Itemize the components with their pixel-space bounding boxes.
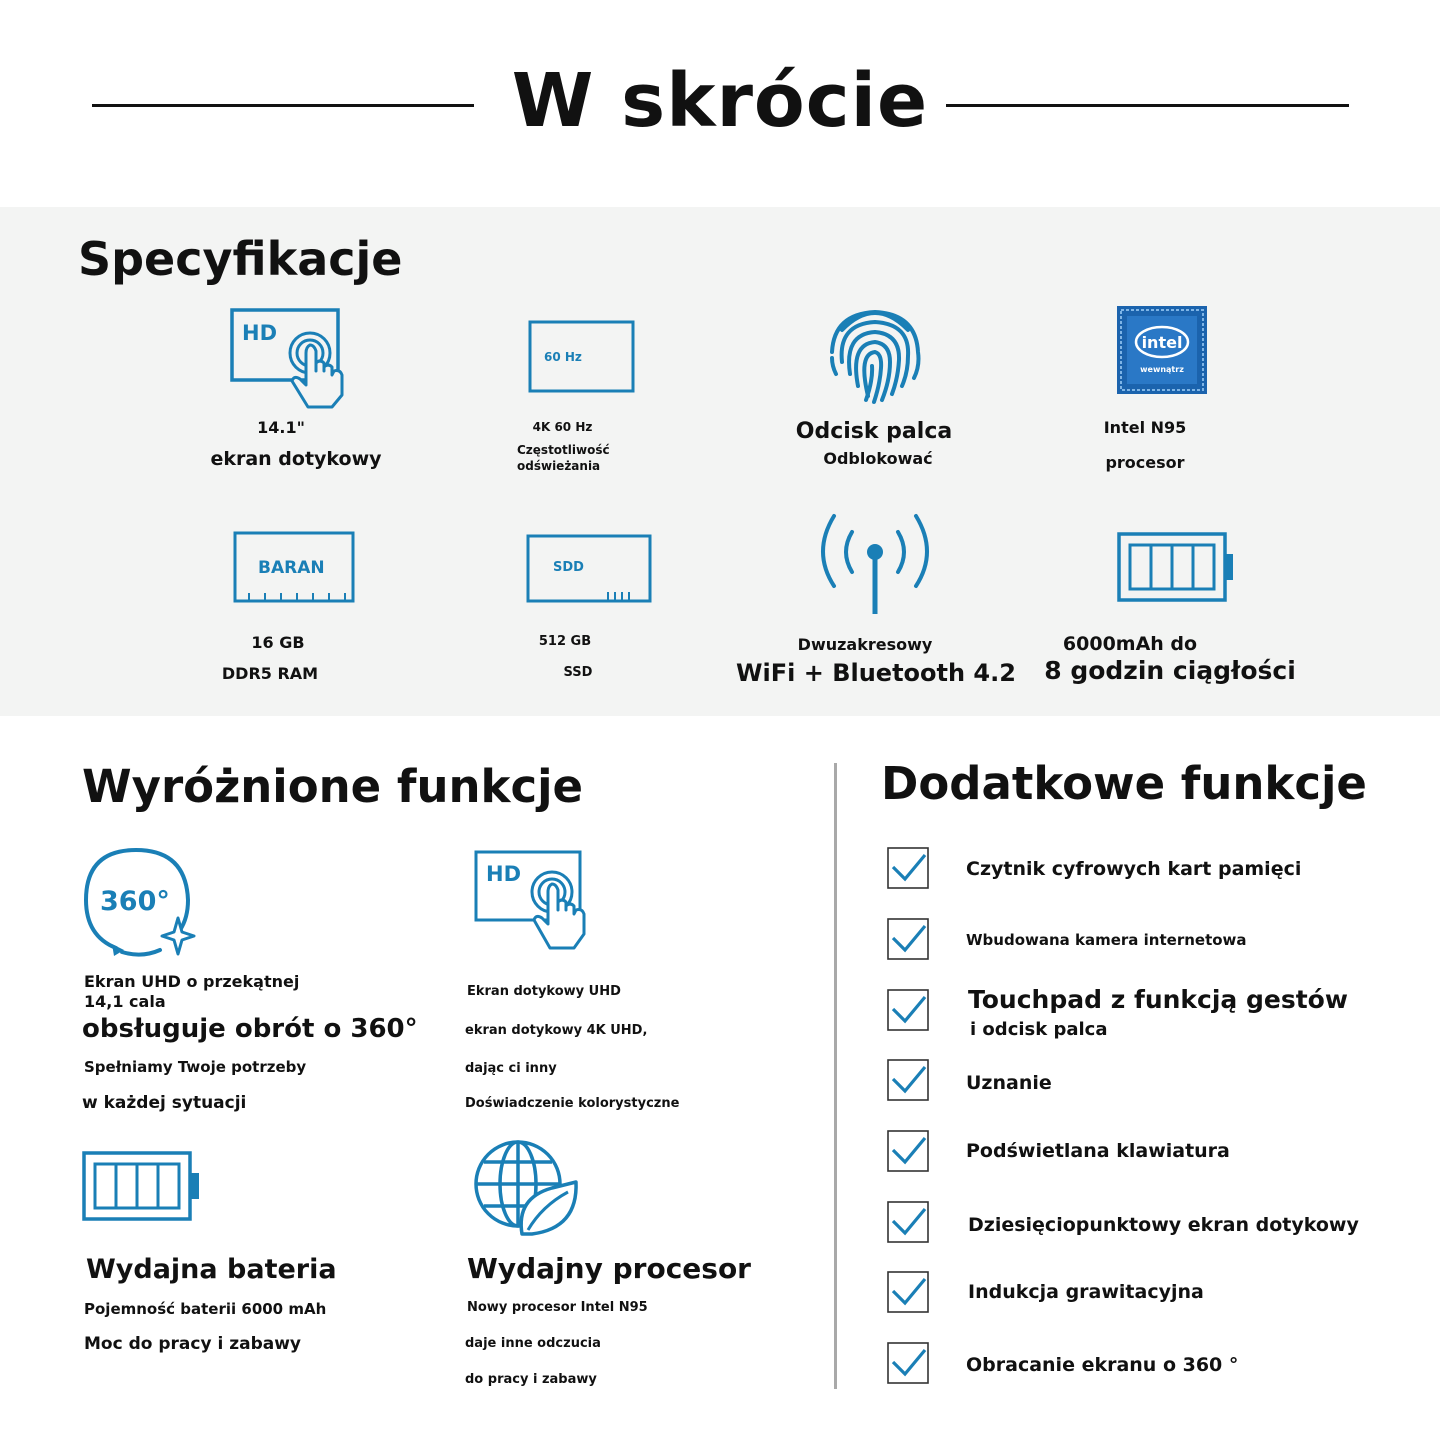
- spec-refresh-label-1: Częstotliwość: [517, 443, 610, 457]
- spec-fingerprint-label: Odcisk palca: [795, 419, 953, 444]
- intel-logo-text: intel: [1142, 333, 1183, 352]
- extra-item-ten-point-touch: Dziesięciopunktowy ekran dotykowy: [968, 1214, 1359, 1236]
- extra-item-webcam: Wbudowana kamera internetowa: [966, 931, 1247, 949]
- extra-item-backlit-keyboard: Podświetlana klawiatura: [966, 1140, 1230, 1162]
- ssd-badge: SDD: [553, 560, 584, 575]
- rotate-line-3: Spełniamy Twoje potrzeby: [84, 1058, 307, 1076]
- extra-item-screen-rotation: Obracanie ekranu o 360 °: [966, 1354, 1239, 1376]
- spec-cpu-model: Intel N95: [1103, 418, 1187, 437]
- title-rule-right: [946, 104, 1349, 107]
- ram-badge: BARAN: [258, 558, 325, 578]
- processor-line-3: do pracy i zabawy: [465, 1372, 597, 1387]
- spec-ssd-type: SSD: [563, 665, 593, 680]
- battery-heading: Wydajna bateria: [86, 1254, 337, 1285]
- check-icon: [887, 1059, 929, 1101]
- processor-line-2: daje inne odczucia: [465, 1336, 601, 1351]
- check-icon: [887, 1201, 929, 1243]
- processor-heading: Wydajny procesor: [467, 1252, 751, 1285]
- rotate-360-badge: 360°: [100, 886, 170, 917]
- spec-wifi-band: Dwuzakresowy: [797, 635, 933, 654]
- extra-item-touchpad: Touchpad z funkcją gestów: [968, 985, 1348, 1014]
- column-divider: [834, 763, 837, 1389]
- specs-title: Specyfikacje: [78, 232, 403, 286]
- check-icon: [887, 1271, 929, 1313]
- spec-fingerprint-sub: Odblokować: [823, 449, 933, 468]
- battery-line-1: Pojemność baterii 6000 mAh: [84, 1300, 327, 1318]
- fingerprint-icon: [830, 309, 921, 404]
- extra-item-gravity-sensor: Indukcja grawitacyjna: [968, 1281, 1204, 1303]
- spec-ssd-size: 512 GB: [538, 634, 592, 649]
- hd-touch-icon: HD: [230, 308, 344, 409]
- specifications-section: [0, 207, 1440, 716]
- spec-touch-size: 14.1": [257, 418, 305, 437]
- touch-line-1: Ekran dotykowy UHD: [467, 984, 621, 999]
- spec-battery-life: 8 godzin ciągłości: [1044, 656, 1296, 685]
- rotate-line-2: 14,1 cala: [84, 992, 166, 1011]
- rotate-line-1: Ekran UHD o przekątnej: [84, 972, 300, 991]
- title-rule-left: [92, 104, 474, 107]
- antenna-icon: [821, 514, 929, 614]
- touch-line-4: Doświadczenie kolorystyczne: [465, 1096, 680, 1111]
- globe-leaf-icon: [474, 1140, 578, 1236]
- spec-battery-capacity: 6000mAh do: [1062, 633, 1198, 655]
- check-icon: [887, 989, 929, 1031]
- spec-ram-type: DDR5 RAM: [221, 664, 319, 683]
- spec-cpu-label: procesor: [1105, 453, 1185, 472]
- extra-item-touchpad-sub: i odcisk palca: [970, 1019, 1108, 1040]
- intel-logo-icon: intel wewnątrz: [1117, 306, 1207, 394]
- intel-logo-subtext: wewnątrz: [1140, 365, 1184, 374]
- check-icon: [887, 1342, 929, 1384]
- hd-touch-icon: HD: [474, 850, 586, 950]
- extras-title: Dodatkowe funkcje: [881, 757, 1367, 810]
- spec-ram-size: 16 GB: [251, 633, 305, 652]
- hd-badge: HD: [242, 321, 277, 345]
- battery-icon: [1117, 532, 1233, 602]
- monitor-icon: 60 Hz: [528, 320, 635, 393]
- spec-wifi-label: WiFi + Bluetooth 4.2: [736, 659, 1016, 687]
- extra-item-recognition: Uznanie: [966, 1072, 1052, 1094]
- rotate-360-icon: 360°: [83, 847, 196, 957]
- rotate-line-4: w każdej sytuacji: [82, 1093, 247, 1113]
- spec-touch-label: ekran dotykowy: [210, 448, 382, 470]
- spec-refresh-value: 4K 60 Hz: [532, 420, 593, 434]
- check-icon: [887, 918, 929, 960]
- ram-icon: BARAN: [233, 531, 355, 603]
- spec-refresh-label-2: odświeżania: [517, 459, 601, 473]
- highlights-title: Wyróżnione funkcje: [82, 760, 584, 813]
- check-icon: [887, 1130, 929, 1172]
- hd-badge: HD: [486, 862, 521, 886]
- check-icon: [887, 847, 929, 889]
- touch-line-3: dając ci inny: [465, 1061, 557, 1076]
- processor-line-1: Nowy procesor Intel N95: [467, 1300, 648, 1315]
- battery-icon: [82, 1151, 199, 1221]
- ssd-icon: SDD: [526, 534, 652, 603]
- refresh-rate-badge: 60 Hz: [544, 350, 582, 364]
- touch-line-2: ekran dotykowy 4K UHD,: [465, 1023, 648, 1038]
- battery-line-2: Moc do pracy i zabawy: [84, 1334, 301, 1354]
- rotate-headline: obsługuje obrót o 360°: [82, 1014, 418, 1044]
- extra-item-card-reader: Czytnik cyfrowych kart pamięci: [966, 858, 1302, 880]
- page-title: W skrócie: [511, 58, 929, 144]
